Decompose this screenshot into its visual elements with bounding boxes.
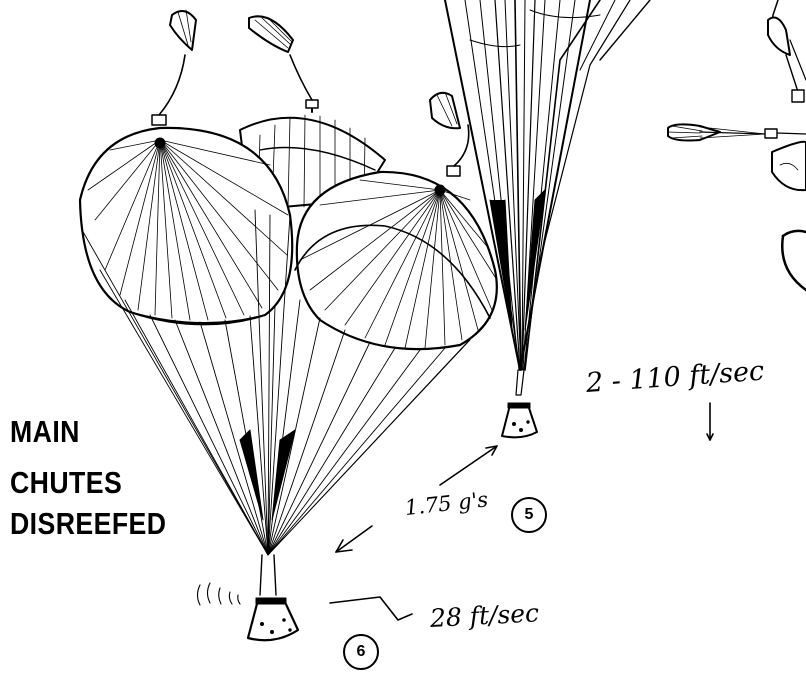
step-5-marker: 5 bbox=[511, 497, 547, 533]
main-chute-left bbox=[80, 10, 292, 324]
speed-annotation-6: 28 ft/sec bbox=[429, 600, 539, 631]
caption-disreefed: DISREEFED bbox=[10, 508, 166, 539]
command-module-5 bbox=[502, 403, 537, 437]
caption-main: MAIN bbox=[10, 416, 80, 447]
pilot-chute-partial bbox=[768, 0, 806, 102]
caption-chutes: CHUTES bbox=[10, 467, 122, 498]
step-6-marker: 6 bbox=[343, 634, 379, 670]
reefed-chutes-cluster bbox=[445, 0, 650, 395]
drogue-chute-partial bbox=[668, 124, 806, 290]
command-module-6 bbox=[198, 583, 299, 640]
